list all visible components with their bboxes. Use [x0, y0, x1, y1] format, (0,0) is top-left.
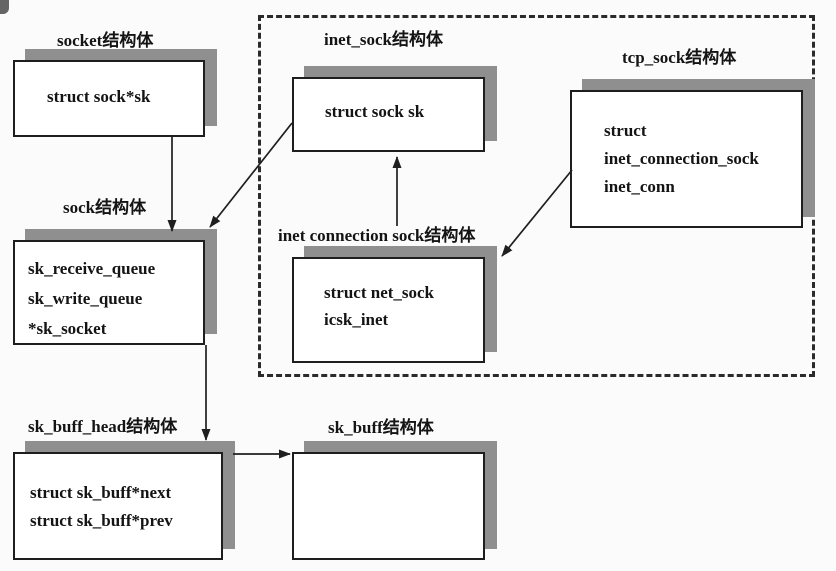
inet-sock-struct-box: struct sock sk: [292, 66, 497, 152]
sk-buff-struct-box: [292, 441, 497, 560]
tcp-sock-field-inet-conn: inet_conn: [604, 177, 675, 196]
icsk-field-net-sock: struct net_sock: [324, 283, 435, 302]
sock-field-receive-queue: sk_receive_queue: [28, 259, 156, 278]
inet-connection-sock-struct-title: inet connection sock结构体: [278, 226, 476, 245]
sk-buff-head-struct-title: sk_buff_head结构体: [28, 417, 178, 436]
tcp-sock-field-struct: struct: [604, 121, 647, 140]
tcp-sock-struct-face: struct inet_connection_sock inet_conn: [570, 90, 803, 228]
sk-buff-head-struct-face: struct sk_buff*next struct sk_buff*prev: [13, 452, 223, 560]
socket-struct-face: struct sock*sk: [13, 60, 205, 137]
sock-field-sk-socket: *sk_socket: [28, 319, 107, 338]
inet-connection-sock-struct-box: struct net_sock icsk_inet: [292, 246, 497, 363]
inet-sock-struct-title: inet_sock结构体: [324, 30, 443, 49]
inet-connection-sock-struct-face: struct net_sock icsk_inet: [292, 257, 485, 363]
sock-struct-box: sk_receive_queue sk_write_queue *sk_sock…: [13, 229, 217, 345]
sk-buff-struct-face: [292, 452, 485, 560]
socket-struct-title: socket结构体: [57, 31, 154, 50]
sock-struct-face: sk_receive_queue sk_write_queue *sk_sock…: [13, 240, 205, 345]
tcp-sock-field-inet-connection-sock: inet_connection_sock: [604, 149, 759, 168]
sk-buff-head-struct-box: struct sk_buff*next struct sk_buff*prev: [13, 441, 235, 560]
skbh-field-next: struct sk_buff*next: [30, 483, 172, 502]
sk-buff-struct-title: sk_buff结构体: [328, 418, 434, 437]
skbh-field-prev: struct sk_buff*prev: [30, 511, 173, 530]
tcp-sock-struct-box: struct inet_connection_sock inet_conn: [570, 79, 815, 228]
scan-artifact: [0, 0, 9, 14]
tcp-sock-struct-title: tcp_sock结构体: [622, 48, 737, 67]
sock-struct-title: sock结构体: [63, 198, 147, 217]
socket-struct-box: struct sock*sk: [13, 49, 217, 137]
socket-field-sk: struct sock*sk: [47, 87, 151, 106]
inet-sock-field-sk: struct sock sk: [325, 102, 425, 121]
icsk-field-icsk-inet: icsk_inet: [324, 310, 389, 329]
sock-field-write-queue: sk_write_queue: [28, 289, 143, 308]
inet-sock-struct-face: struct sock sk: [292, 77, 485, 152]
